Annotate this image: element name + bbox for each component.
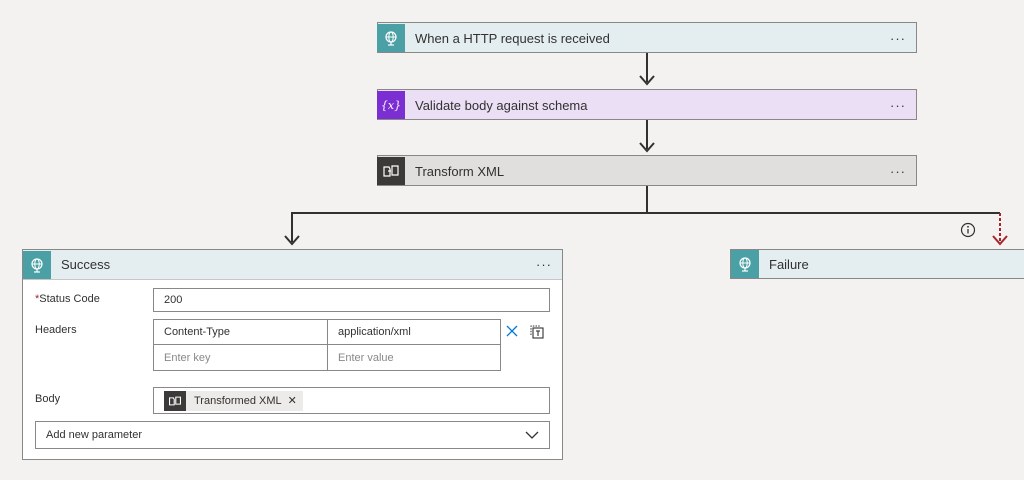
required-mark: * xyxy=(35,293,40,305)
connector-branch-horizontal-left xyxy=(291,212,648,214)
more-options-button[interactable]: ··· xyxy=(536,257,552,272)
header-value-placeholder-input[interactable]: Enter value xyxy=(327,344,501,371)
arrow-down-icon xyxy=(639,142,655,153)
variable-icon: {x} xyxy=(377,91,405,119)
add-new-parameter-dropdown[interactable]: Add new parameter xyxy=(35,421,550,449)
globe-icon xyxy=(377,24,405,52)
more-options-button[interactable]: ··· xyxy=(890,163,906,179)
step-title: Transform XML xyxy=(415,163,505,179)
status-code-label: *Status Code xyxy=(35,293,100,305)
connector-branch-horizontal-right xyxy=(646,212,1000,214)
globe-icon xyxy=(23,250,51,279)
header-key-placeholder-input[interactable]: Enter key xyxy=(153,344,328,371)
body-label: Body xyxy=(35,393,61,405)
info-icon[interactable] xyxy=(960,222,976,238)
connector-validate-transform xyxy=(646,119,648,149)
remove-token-close-icon[interactable]: ✕ xyxy=(287,395,297,407)
connector-http-validate xyxy=(646,52,648,82)
headers-label: Headers xyxy=(35,324,77,336)
more-options-button[interactable]: ··· xyxy=(890,97,906,113)
step-title: Success xyxy=(61,257,111,272)
status-code-input[interactable]: 200 xyxy=(153,288,550,312)
transform-icon xyxy=(164,390,186,411)
header-key-input[interactable]: Content-Type xyxy=(153,319,328,345)
close-icon[interactable] xyxy=(505,324,519,338)
more-options-button[interactable]: ··· xyxy=(890,30,906,46)
run-after-failed-connector xyxy=(992,213,1008,246)
token-label: Transformed XML xyxy=(194,394,282,407)
globe-icon xyxy=(731,250,759,278)
step-title: When a HTTP request is received xyxy=(415,30,610,46)
connector-to-success xyxy=(291,212,293,242)
step-transform-xml[interactable]: Transform XML ··· xyxy=(377,155,917,186)
step-http-trigger[interactable]: When a HTTP request is received ··· xyxy=(377,22,917,53)
body-input[interactable]: Transformed XML ✕ xyxy=(153,387,550,414)
step-title: Validate body against schema xyxy=(415,97,588,113)
header-value-input[interactable]: application/xml xyxy=(327,319,501,345)
step-validate-body[interactable]: {x} Validate body against schema ··· xyxy=(377,89,917,120)
switch-to-text-mode-icon[interactable] xyxy=(529,324,545,340)
arrow-down-icon xyxy=(639,75,655,86)
transform-icon xyxy=(377,157,405,185)
step-success-response: Success ··· *Status Code 200 Headers Con… xyxy=(22,249,563,460)
dynamic-content-token[interactable]: Transformed XML ✕ xyxy=(164,390,303,411)
step-failure-response[interactable]: Failure xyxy=(730,249,1024,279)
step-title: Failure xyxy=(769,256,809,272)
dropdown-label: Add new parameter xyxy=(46,429,142,441)
arrow-down-icon xyxy=(284,235,300,246)
success-header[interactable]: Success ··· xyxy=(23,250,562,280)
connector-transform-split xyxy=(646,186,648,213)
chevron-down-icon xyxy=(525,431,539,439)
